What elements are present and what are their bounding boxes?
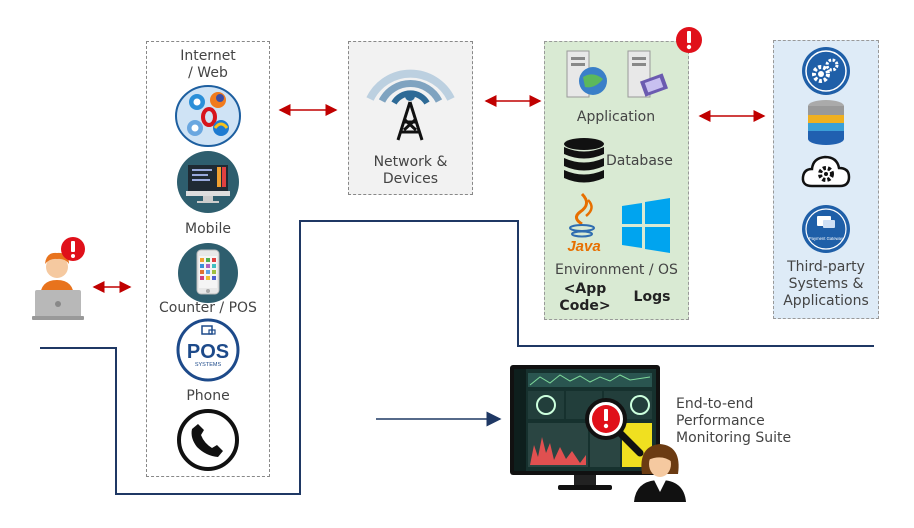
environment-label: Environment / OS (555, 262, 678, 278)
phone-icon (177, 409, 239, 471)
database-stack-icon (808, 100, 844, 145)
transaction-flow-line (40, 220, 874, 495)
antenna-tower-icon (366, 69, 455, 141)
desktop-monitor-icon (177, 151, 239, 213)
pos-small-text: SYSTEMS (195, 362, 222, 368)
magnifier-alert-icon (585, 398, 644, 457)
web-server-icon (566, 50, 607, 98)
java-logo-icon: Java (567, 192, 601, 255)
network-label: Network & Devices (373, 154, 448, 187)
logs-label: Logs (633, 289, 671, 305)
gears-icon (802, 47, 850, 95)
user-with-laptop (32, 236, 88, 320)
network-panel (348, 41, 473, 195)
channels-panel (146, 41, 270, 477)
app-server-icon (627, 50, 669, 98)
pos-big-text: POS (187, 341, 229, 363)
smartphone-icon (178, 243, 238, 303)
third-party-label: Third-party Systems & Applications (783, 259, 869, 309)
channel-internet-label: Internet / Web (180, 48, 236, 81)
app-alert-icon (676, 27, 702, 53)
alert-icon (61, 237, 85, 261)
application-label: Application (576, 109, 656, 125)
channel-mobile-label: Mobile (185, 221, 231, 237)
database-label: Database (606, 153, 673, 169)
channel-phone-label: Phone (186, 388, 230, 404)
browsers-icon (175, 85, 241, 147)
app-code-label: <App Code> (559, 281, 611, 314)
pos-systems-icon: POS SYSTEMS (176, 318, 240, 382)
gateway-text: Payment Gateway (809, 236, 844, 241)
user-icon (32, 252, 84, 320)
channel-pos-label: Counter / POS (159, 300, 257, 316)
windows-logo-icon (622, 198, 670, 253)
database-icon (564, 138, 604, 183)
operator-woman-icon (634, 444, 686, 502)
payment-gateway-icon: Payment Gateway (802, 205, 850, 253)
cloud-gear-icon (801, 155, 851, 188)
monitoring-suite-label: End-to-end Performance Monitoring Suite (676, 396, 792, 446)
java-text: Java (567, 238, 600, 255)
